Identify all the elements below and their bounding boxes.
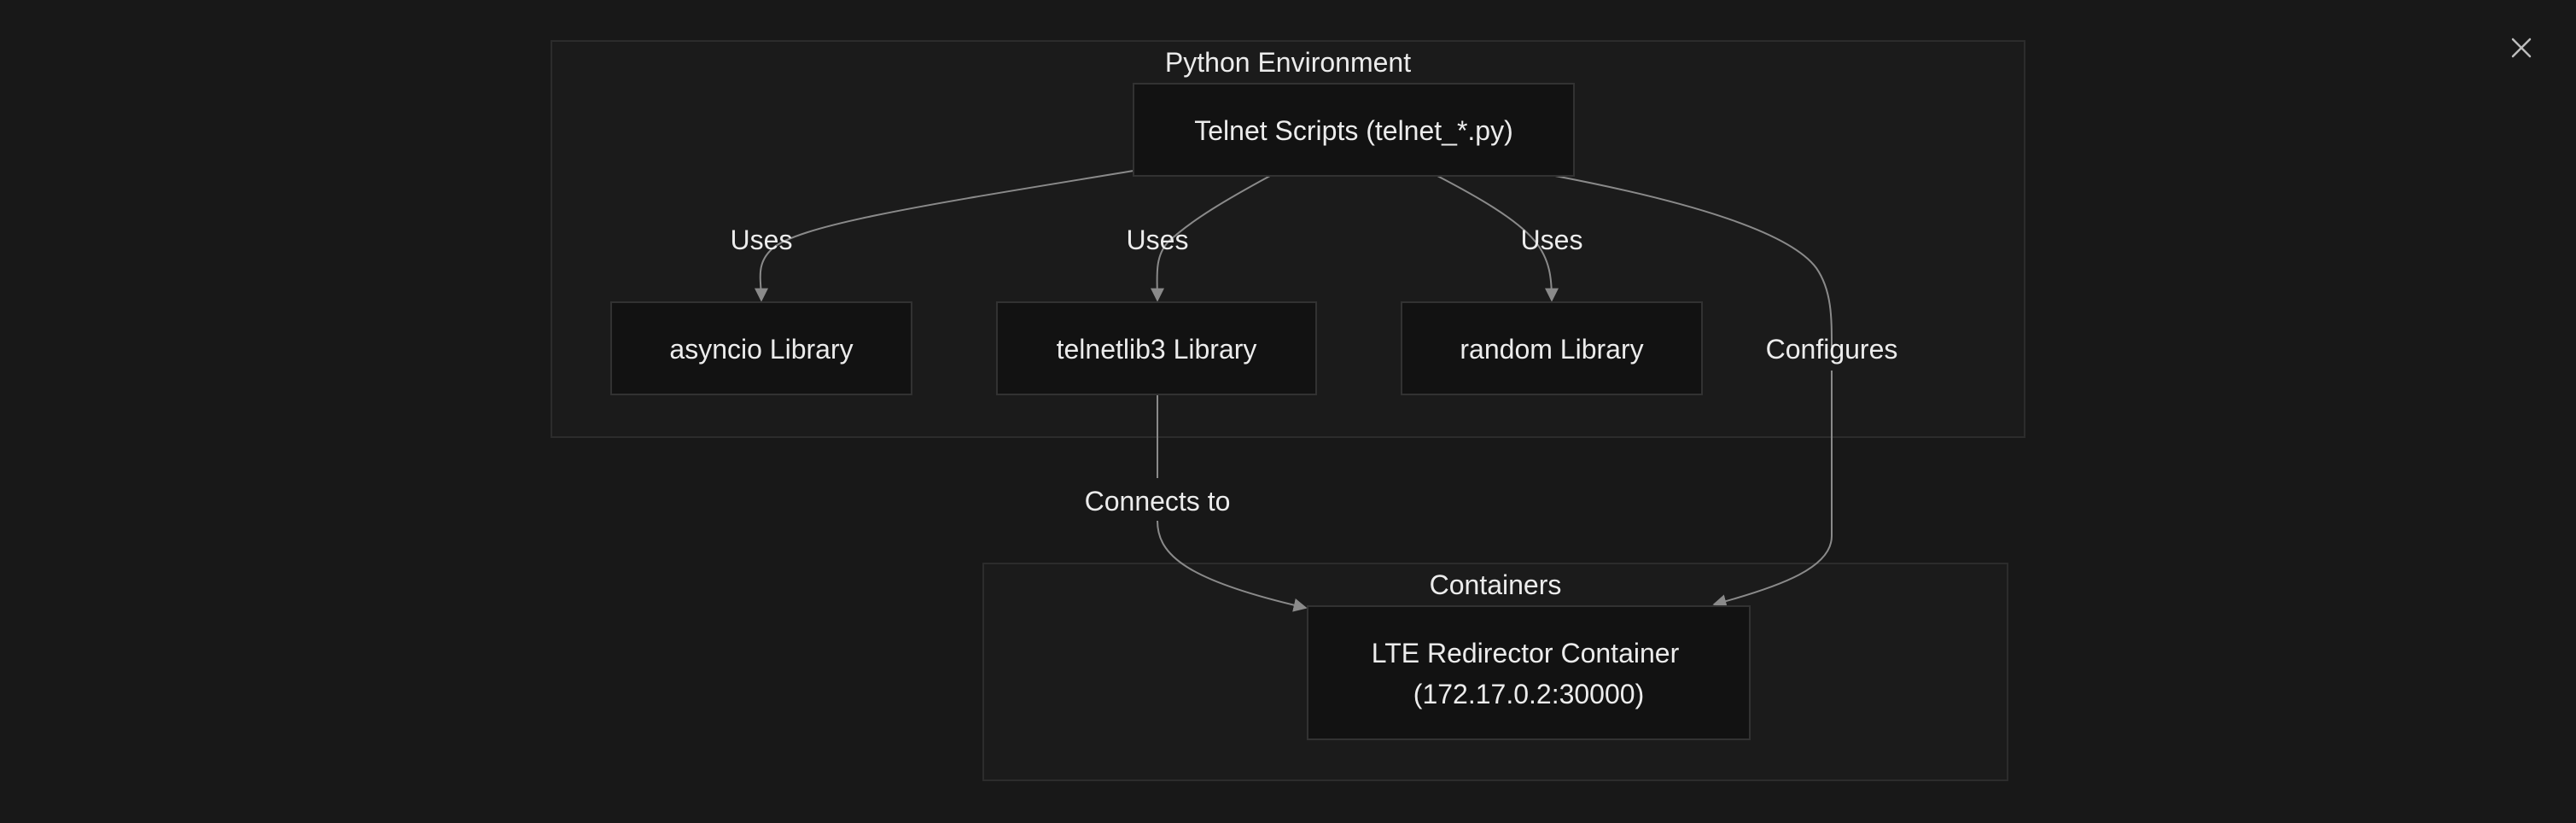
edge-label-connects-to: Connects to <box>1085 486 1231 517</box>
edge-scripts-to-lte-configures <box>1554 175 1833 347</box>
edge-configures-down <box>1712 371 1833 608</box>
node-telnetlib3-library[interactable]: telnetlib3 Library <box>996 301 1317 395</box>
edge-scripts-to-telnetlib3 <box>1150 175 1271 302</box>
group-label-containers: Containers <box>1430 569 1562 600</box>
node-label-telnetlib3-library: telnetlib3 Library <box>1057 334 1257 365</box>
edge-labels: Uses Uses Uses Configures Connects to <box>731 225 1898 517</box>
edge-scripts-to-asyncio <box>754 170 1134 302</box>
edge-connects-to-lte <box>1157 520 1308 612</box>
node-telnet-scripts[interactable]: Telnet Scripts (telnet_*.py) <box>1133 83 1575 177</box>
node-label-telnet-scripts: Telnet Scripts (telnet_*.py) <box>1194 115 1513 146</box>
node-label-lte-redirector-line2: (172.17.0.2:30000) <box>1413 679 1644 709</box>
edge-label-configures: Configures <box>1766 334 1898 365</box>
edge-label-uses-random: Uses <box>1521 225 1583 255</box>
node-label-asyncio-library: asyncio Library <box>669 334 853 365</box>
node-label-lte-redirector-line1: LTE Redirector Container <box>1372 638 1680 668</box>
edge-label-uses-telnetlib3: Uses <box>1127 225 1189 255</box>
close-button[interactable] <box>2504 31 2538 65</box>
edge-label-uses-asyncio: Uses <box>731 225 793 255</box>
node-random-library[interactable]: random Library <box>1401 301 1703 395</box>
node-lte-redirector-container[interactable]: LTE Redirector Container (172.17.0.2:300… <box>1307 605 1751 740</box>
node-asyncio-library[interactable]: asyncio Library <box>610 301 912 395</box>
close-icon <box>2511 38 2532 58</box>
node-label-random-library: random Library <box>1460 334 1643 365</box>
edge-scripts-to-random <box>1437 175 1559 302</box>
edges <box>754 170 1833 612</box>
group-label-python-environment: Python Environment <box>1165 47 1411 78</box>
